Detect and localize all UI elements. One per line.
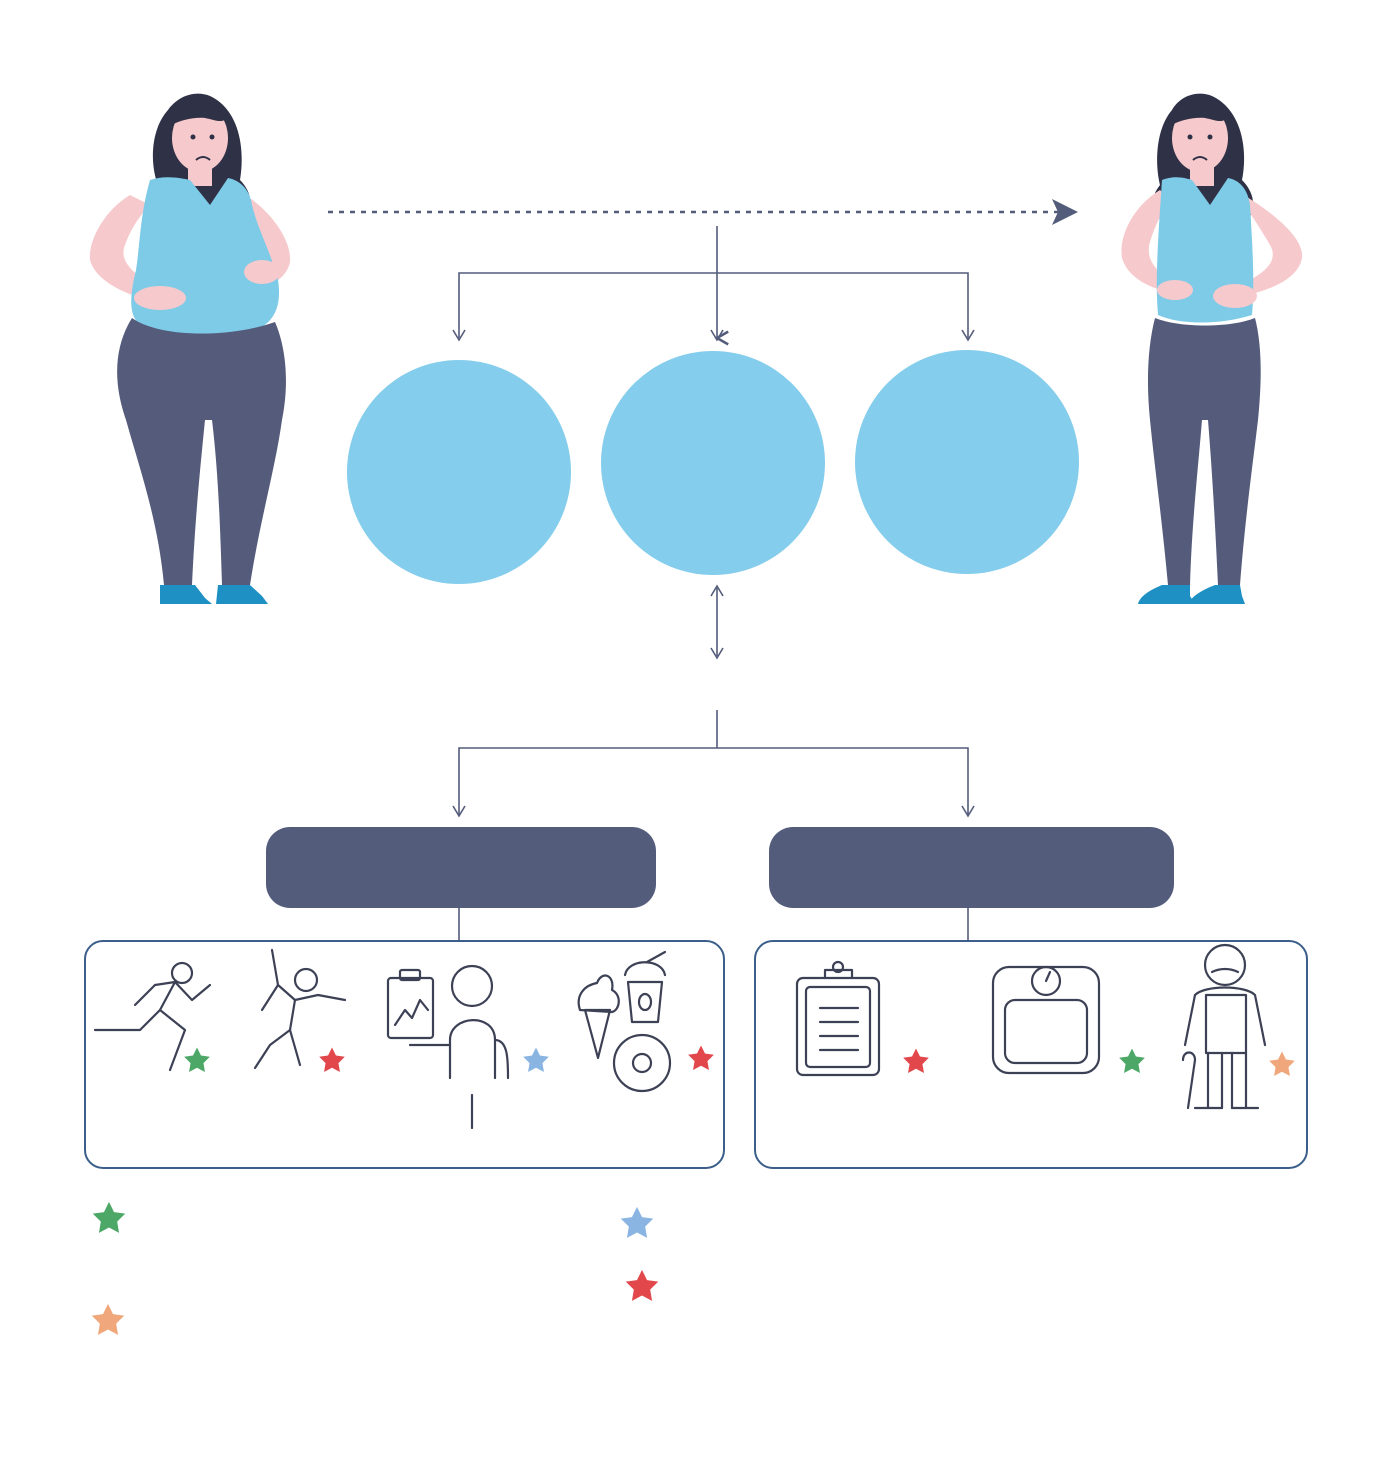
category-pill-left — [266, 827, 656, 908]
legend-star-orange-icon — [91, 1303, 125, 1335]
clipboard-icon — [795, 960, 881, 1077]
star-blue-icon — [523, 1047, 549, 1072]
star-green-icon — [184, 1047, 210, 1072]
factors-box-right — [754, 940, 1308, 1169]
legend-star-red-icon — [625, 1269, 659, 1301]
running-person-icon — [93, 961, 212, 1072]
falling-person-icon — [253, 948, 347, 1070]
star-red-icon — [319, 1047, 345, 1072]
elderly-man-with-cane-icon — [1181, 943, 1267, 1110]
star-red-icon — [903, 1048, 929, 1073]
dotted-progress-arrow — [328, 199, 1078, 225]
sweets-and-drinks-icon — [577, 950, 672, 1093]
factors-box-left — [84, 940, 725, 1169]
legend-star-green-icon — [92, 1201, 126, 1233]
circle-middle — [601, 351, 825, 575]
circle-left — [347, 360, 571, 584]
legend-star-blue-icon — [620, 1206, 654, 1238]
star-orange-icon — [1269, 1051, 1295, 1076]
double-arrow — [710, 584, 724, 660]
category-pill-right — [769, 827, 1174, 908]
star-red-icon — [688, 1045, 714, 1070]
woman-after-figure — [1121, 93, 1303, 604]
circle-right — [855, 350, 1079, 574]
lower-connectors — [452, 710, 975, 941]
weighing-scale-icon — [991, 965, 1101, 1075]
woman-before-figure — [89, 93, 291, 604]
doctor-with-chart-icon — [386, 964, 510, 1130]
star-green-icon — [1119, 1048, 1145, 1073]
upper-connectors — [452, 226, 975, 346]
star-layer — [91, 1045, 1295, 1335]
